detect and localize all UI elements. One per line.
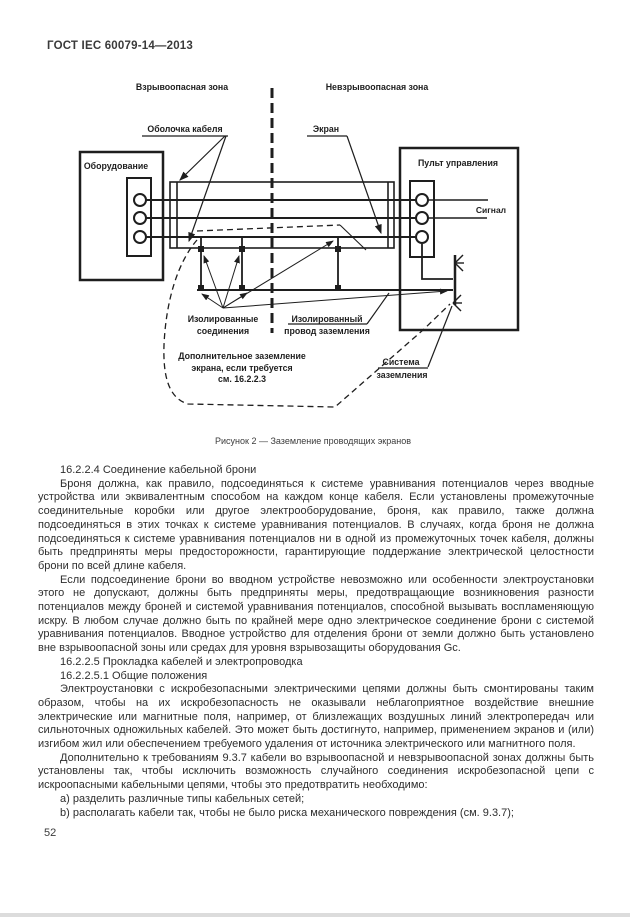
- list-item-a: a) разделить различные типы кабельных се…: [60, 792, 305, 805]
- earth-mark-top: [454, 254, 464, 272]
- document-header: ГОСТ IEC 60079-14—2013: [47, 40, 193, 52]
- shield-dashed-tail: [339, 224, 367, 251]
- paragraph-armour-1: Броня должна, как правило, подсоединятьс…: [38, 477, 594, 572]
- figure-2-diagram: Взрывоопасная зона Невзрывоопасная зона …: [78, 82, 520, 446]
- equipment-label: Оборудование: [84, 161, 148, 171]
- additional-grounding-label: Дополнительное заземление: [178, 351, 306, 361]
- section-16224-title: 16.2.2.4 Соединение кабельной брони: [60, 464, 257, 476]
- grounding-system-label-2: заземления: [376, 370, 427, 380]
- signal-label: Сигнал: [476, 205, 506, 215]
- insulated-connections-label-2: соединения: [197, 326, 249, 336]
- additional-grounding-label-3: см. 16.2.2.3: [218, 374, 266, 384]
- terminal-circle: [133, 230, 147, 244]
- panel-earth-wire: [421, 244, 453, 280]
- shield-label: Экран: [313, 124, 339, 134]
- earth-mark-bottom: [452, 294, 462, 312]
- body-text: 16.2.2.4 Соединение кабельной брони Брон…: [38, 464, 594, 820]
- paragraph-armour-2: Если подсоединение брони во вводном устр…: [38, 573, 594, 655]
- insulated-ground-wire-label: Изолированный: [291, 314, 362, 324]
- terminal-circle: [415, 230, 429, 244]
- terminal-circle: [133, 193, 147, 207]
- control-panel-label: Пульт управления: [418, 158, 498, 168]
- insulated-joint-dots: [198, 246, 341, 291]
- terminal-circle: [415, 193, 429, 207]
- section-16225-title: 16.2.2.5 Прокладка кабелей и электропров…: [60, 655, 303, 668]
- cable-sheath-arrow-2: [188, 135, 227, 243]
- cable-sheath-rect: [169, 181, 395, 249]
- insulated-ground-wire-label-2: провод заземления: [284, 326, 370, 336]
- additional-grounding-label-2: экрана, если требуется: [191, 363, 292, 373]
- terminal-circle: [133, 211, 147, 225]
- insulated-connections-label: Изолированные: [188, 314, 259, 324]
- paragraph-wiring-1: Электроустановки с искробезопасными элек…: [38, 683, 594, 751]
- equipment-box: [78, 150, 165, 282]
- grounding-system-leader: [427, 305, 453, 368]
- shield-arrow: [346, 135, 382, 235]
- terminal-circle: [415, 211, 429, 225]
- paragraph-wiring-2: Дополнительно к требованиям 9.3.7 кабели…: [38, 751, 594, 792]
- figure-caption: Рисунок 2 — Заземление проводящих экрано…: [215, 436, 411, 446]
- insulated-ground-wire-leader: [366, 292, 390, 325]
- cable-sheath-arrow-1: [179, 135, 226, 181]
- cable-sheath-label: Оболочка кабеля: [147, 124, 222, 134]
- page-number: 52: [44, 827, 57, 839]
- section-162251-title: 16.2.2.5.1 Общие положения: [60, 669, 208, 682]
- zone-left-label: Взрывоопасная зона: [136, 82, 228, 92]
- zone-right-label: Невзрывоопасная зона: [326, 82, 429, 92]
- insulated-connections-arrows: [201, 240, 448, 309]
- control-panel-box: [398, 146, 520, 332]
- additional-grounding-dashed-path: [163, 239, 451, 408]
- list-item-b: b) располагать кабели так, чтобы не было…: [60, 806, 514, 819]
- shield-dashed-link: [196, 224, 341, 232]
- grounding-system-label: Система: [382, 357, 419, 367]
